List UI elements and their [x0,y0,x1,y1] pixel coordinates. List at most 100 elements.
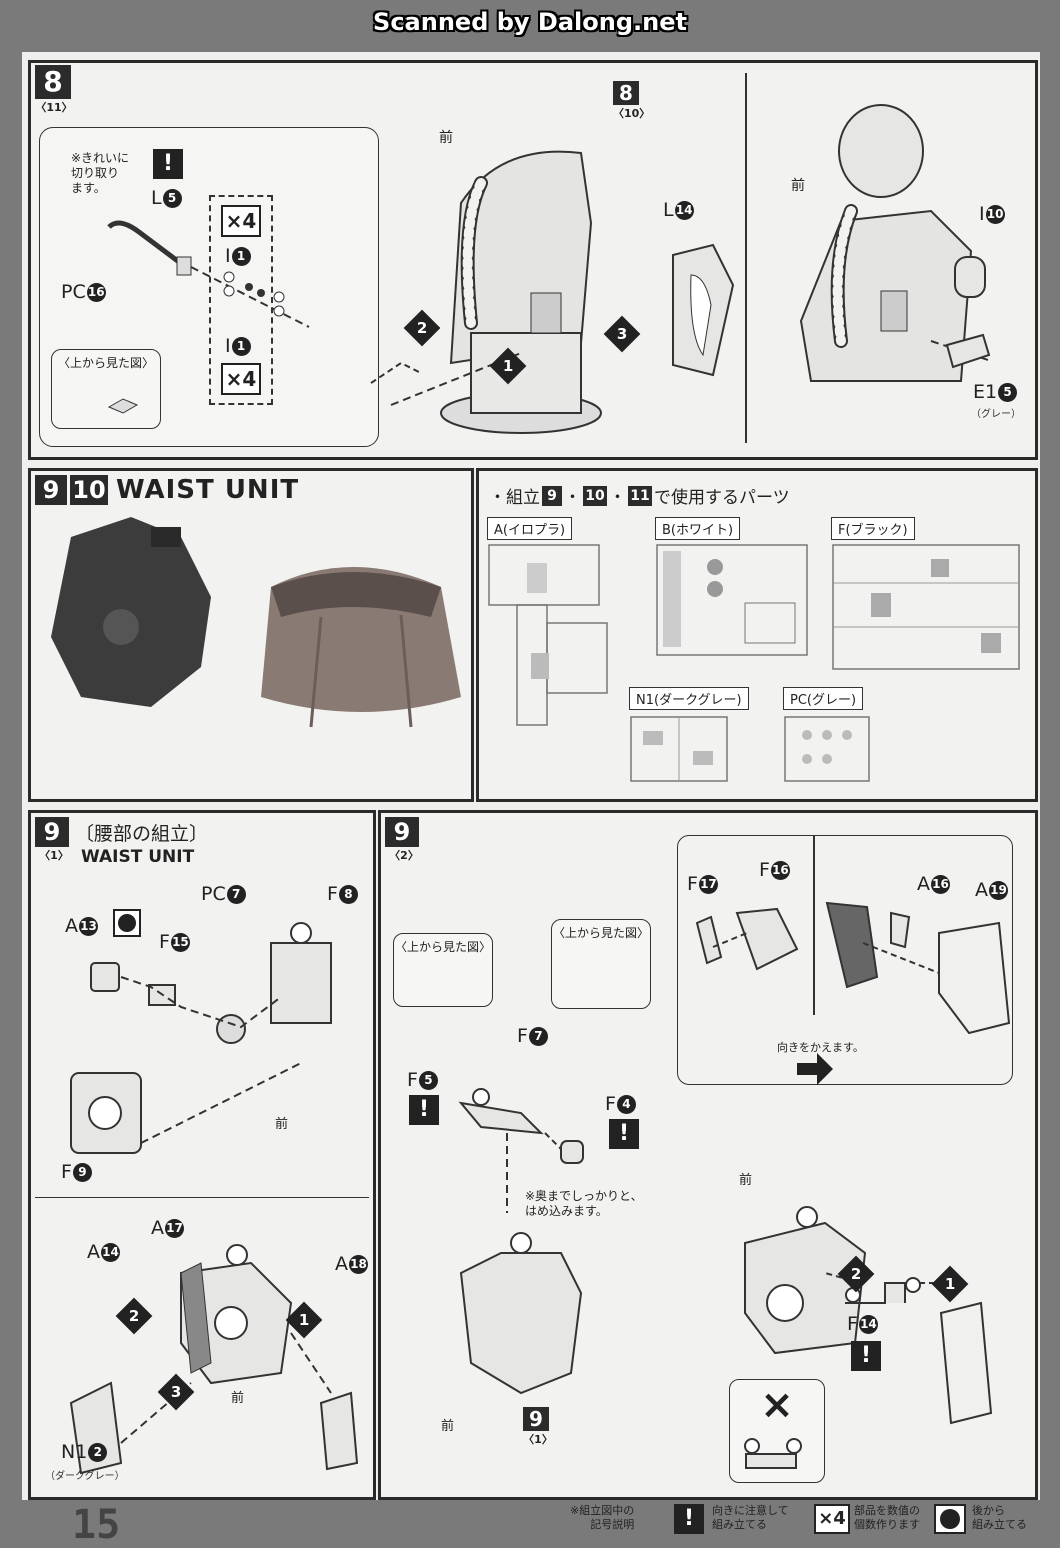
part-e15 [945,333,991,369]
title-jp: 〔腰部の組立〕 [75,823,209,845]
parts-title: ・組立 9・ 10・ 11 で使用するパーツ [489,485,790,508]
top-view-callout-1: 〈上から見た図〉 [393,933,493,1007]
waist-parts-upper [70,922,332,1154]
runner-a-diagram [488,544,608,726]
ref-badge: 9 〈1〉 [523,1407,553,1446]
cut-note: ※きれいに 切り取り ます。 [71,151,130,195]
pipe-parts-diagram [107,220,310,414]
front-label: 前 [439,130,453,146]
runner-a-label: A(イロプラ) [487,517,573,540]
wrong-mark: × [760,1382,794,1428]
step-number-b: 10 [70,475,108,505]
x4-badge-top: ×4 [221,205,261,237]
step-number: 9 [35,817,69,847]
wrong-orientation-callout: × [729,1379,825,1483]
front-label: 前 [441,1419,455,1434]
step-number-a: 9 [35,475,67,505]
waist-title: WAIST UNIT [116,475,300,505]
runner-b-diagram [656,544,808,656]
parts-panel: ・組立 9・ 10・ 11 で使用するパーツ A(イロプラ) B(ホワイト) F… [476,468,1038,802]
runner-f-label: F(ブラック) [831,517,915,540]
legend-orientation: 向きに注意して 組み立てる [712,1504,789,1531]
part-i10 [954,256,986,298]
legend-quantity: 部品を数值の 個数作ります [854,1504,920,1531]
panel-divider [745,73,747,443]
step-number: 9 [385,817,419,847]
front-label-2: 前 [791,178,805,194]
ref-badge: 8 〈10〉 [613,81,651,120]
waist-parts-lower [69,1244,359,1475]
warning-icon-f14: ! [851,1341,881,1371]
build-later-icon [113,909,141,937]
runner-pc-label: PC(グレー) [783,687,864,710]
step-sub: 〈11〉 [35,101,73,114]
waist-assembly-diagram [744,1206,993,1425]
step-sub: 〈1〉 [39,849,69,862]
legend-title: ※組立図中の 記号説明 [570,1504,635,1531]
runner-pc-diagram [784,716,870,782]
torso-model-rear [799,104,992,382]
step-number: 8 [35,65,71,99]
step-sub: 〈2〉 [389,849,419,862]
wrong-part [744,1438,802,1469]
torso-model [370,150,602,434]
divider [35,1197,369,1198]
front-label-2: 前 [231,1391,245,1406]
waist-photo [51,517,461,728]
page-number: 15 [72,1502,121,1548]
turn-note: 向きをかえます。 [777,1041,864,1054]
runner-b-label: B(ホワイト) [655,517,741,540]
press-fit-note: ※奥までしっかりと、 はめ込みます。 [525,1189,643,1218]
warning-icon: ! [153,149,183,179]
top-view-callout-2: 〈上から見た図〉 [551,919,651,1009]
part-l14 [672,243,735,377]
inset-divider [813,835,815,1015]
warning-icon-f5: ! [409,1095,439,1125]
color-note-gray: （グレー） [971,409,1021,420]
front-label: 前 [275,1117,289,1132]
front-label-2: 前 [739,1173,753,1188]
warning-icon-f4: ! [609,1119,639,1149]
x4-badge-bottom: ×4 [221,363,261,395]
title-en: WAIST UNIT [81,847,195,867]
multiply-box [209,195,273,405]
legend-warn-icon: ! [674,1504,704,1534]
hip-joint-diagram [458,1088,584,1395]
runner-n1-label: N1(ダークグレー) [629,687,749,710]
waist-photo-panel: 9 10 WAIST UNIT [28,468,474,802]
legend-build-later: 後から 組み立てる [972,1504,1027,1531]
color-note-darkgray: （ダークグレー） [45,1471,125,1482]
skirt-parts-diagram [695,901,1011,1085]
inset-frame [677,835,1013,1085]
scan-title: Scanned by Dalong.net [373,8,687,36]
top-view-callout: 〈上から見た図〉 [51,349,161,429]
runner-f-diagram [832,544,1020,670]
